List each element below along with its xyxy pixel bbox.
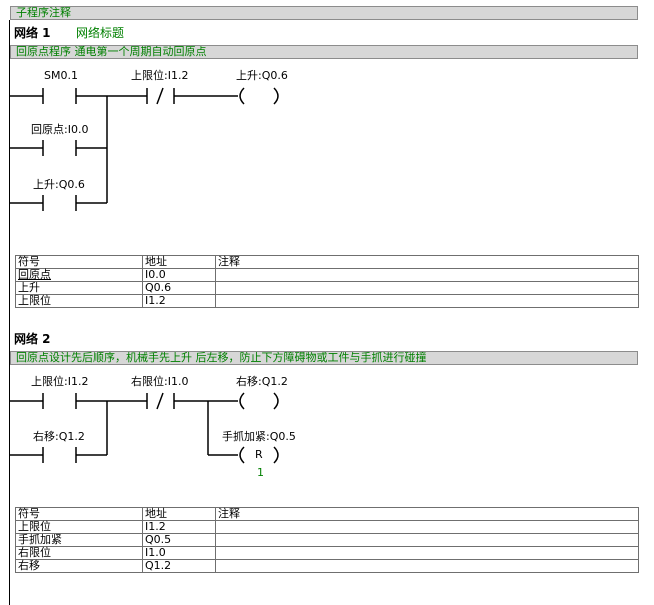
contact-label-upper-limit: 上限位:I1.2 xyxy=(131,69,189,82)
table-row[interactable]: 手抓加紧 Q0.5 xyxy=(15,533,639,547)
cell-comment[interactable] xyxy=(215,268,639,282)
header-address: 地址 xyxy=(142,255,216,269)
table-row[interactable]: 右限位 I1.0 xyxy=(15,546,639,560)
header-symbol: 符号 xyxy=(15,255,143,269)
contact-label-raise: 上升:Q0.6 xyxy=(33,178,85,191)
cell-address[interactable]: I1.2 xyxy=(142,520,216,534)
table-row[interactable]: 右移 Q1.2 xyxy=(15,559,639,573)
table-row[interactable]: 回原点 I0.0 xyxy=(15,268,639,282)
network-1-symbol-table[interactable]: 符号 地址 注释 回原点 I0.0 上升 Q0.6 上限位 I1.2 xyxy=(15,255,639,308)
cell-address[interactable]: I1.2 xyxy=(142,294,216,308)
network-2-comment[interactable]: 回原点设计先后顺序，机械手先上升 后左移，防止下方障碍物或工件与手抓进行碰撞 xyxy=(10,351,638,365)
cell-address[interactable]: Q0.6 xyxy=(142,281,216,295)
cell-address[interactable]: Q1.2 xyxy=(142,559,216,573)
cell-symbol[interactable]: 上升 xyxy=(15,281,143,295)
cell-symbol[interactable]: 上限位 xyxy=(15,520,143,534)
cell-comment[interactable] xyxy=(215,533,639,547)
cell-comment[interactable] xyxy=(215,546,639,560)
table-row[interactable]: 上限位 I1.2 xyxy=(15,520,639,534)
network-1-comment[interactable]: 回原点程序 通电第一个周期自动回原点 xyxy=(10,45,638,59)
network-1-label[interactable]: 网络 1 xyxy=(14,26,51,40)
contact-label-sm0-1: SM0.1 xyxy=(44,69,78,82)
table-row[interactable]: 上升 Q0.6 xyxy=(15,281,639,295)
contact-label-move-right: 右移:Q1.2 xyxy=(33,430,85,443)
reset-count: 1 xyxy=(257,466,264,479)
network-2-symbol-table[interactable]: 符号 地址 注释 上限位 I1.2 手抓加紧 Q0.5 右限位 I1.0 右移 … xyxy=(15,507,639,573)
cell-comment[interactable] xyxy=(215,520,639,534)
table-row[interactable]: 上限位 I1.2 xyxy=(15,294,639,308)
cell-symbol[interactable]: 回原点 xyxy=(15,268,143,282)
cell-comment[interactable] xyxy=(215,559,639,573)
cell-address[interactable]: Q0.5 xyxy=(142,533,216,547)
cell-symbol[interactable]: 手抓加紧 xyxy=(15,533,143,547)
network-2-label[interactable]: 网络 2 xyxy=(14,332,51,346)
header-symbol: 符号 xyxy=(15,507,143,521)
header-address: 地址 xyxy=(142,507,216,521)
header-comment: 注释 xyxy=(215,255,639,269)
cell-address[interactable]: I0.0 xyxy=(142,268,216,282)
coil-label-raise: 上升:Q0.6 xyxy=(236,69,288,82)
subroutine-comment-bar[interactable]: 子程序注释 xyxy=(10,6,638,20)
header-comment: 注释 xyxy=(215,507,639,521)
network-1-title[interactable]: 网络标题 xyxy=(76,26,125,40)
cell-comment[interactable] xyxy=(215,294,639,308)
cell-comment[interactable] xyxy=(215,281,639,295)
cell-symbol[interactable]: 右移 xyxy=(15,559,143,573)
contact-label-upper-limit: 上限位:I1.2 xyxy=(31,375,89,388)
coil-label-gripper-clamp: 手抓加紧:Q0.5 xyxy=(222,430,296,443)
coil-label-move-right: 右移:Q1.2 xyxy=(236,375,288,388)
reset-coil-letter: R xyxy=(255,448,263,461)
table-header-row: 符号 地址 注释 xyxy=(15,507,639,521)
cell-symbol[interactable]: 上限位 xyxy=(15,294,143,308)
cell-symbol[interactable]: 右限位 xyxy=(15,546,143,560)
contact-label-right-limit: 右限位:I1.0 xyxy=(131,375,189,388)
network-1-ladder[interactable] xyxy=(0,80,654,220)
table-header-row: 符号 地址 注释 xyxy=(15,255,639,269)
cell-address[interactable]: I1.0 xyxy=(142,546,216,560)
network-2-ladder[interactable] xyxy=(0,386,654,476)
editor-left-rail xyxy=(9,20,10,605)
contact-label-home: 回原点:I0.0 xyxy=(31,123,89,136)
